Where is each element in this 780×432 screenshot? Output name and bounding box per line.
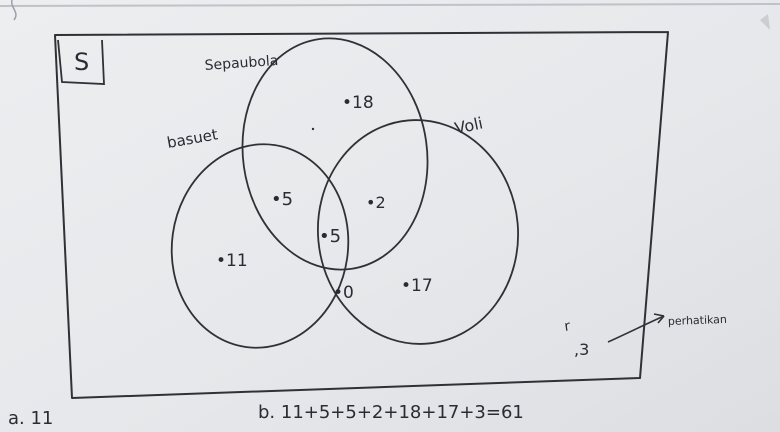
region-voli-only: •17 bbox=[401, 276, 433, 296]
outside-region-value: ,3 bbox=[574, 340, 589, 359]
region-basket-sepakbola: •5 bbox=[271, 189, 293, 210]
outside-note: perhatikan bbox=[668, 313, 727, 328]
region-sepakbola-only: •18 bbox=[342, 93, 374, 113]
region-basket-only: •11 bbox=[216, 251, 248, 271]
universal-set-box bbox=[54, 31, 669, 399]
answer-b: b. 11+5+5+2+18+17+3=61 bbox=[258, 402, 524, 423]
paper-top-edge bbox=[0, 3, 780, 7]
ink-mark bbox=[11, 0, 17, 21]
universe-label: S bbox=[74, 48, 89, 76]
sepakbola-label: Sepaubola bbox=[204, 53, 279, 74]
paper-corner bbox=[760, 14, 770, 30]
sepakbola-set-circle bbox=[241, 37, 429, 271]
outside-note-arrowhead bbox=[653, 313, 665, 324]
outside-note-arrow-line bbox=[607, 315, 665, 343]
answer-a: a. 11 bbox=[8, 408, 53, 429]
basket-set-circle bbox=[170, 143, 350, 349]
outside-tick: r bbox=[563, 318, 571, 335]
region-all-three: •5 bbox=[319, 226, 341, 247]
region-basket-voli: •0 bbox=[333, 283, 354, 303]
voli-set-circle bbox=[317, 119, 519, 345]
universe-corner-box bbox=[57, 39, 105, 85]
stray-dot bbox=[311, 127, 315, 131]
region-sepakbola-voli: •2 bbox=[366, 193, 386, 212]
